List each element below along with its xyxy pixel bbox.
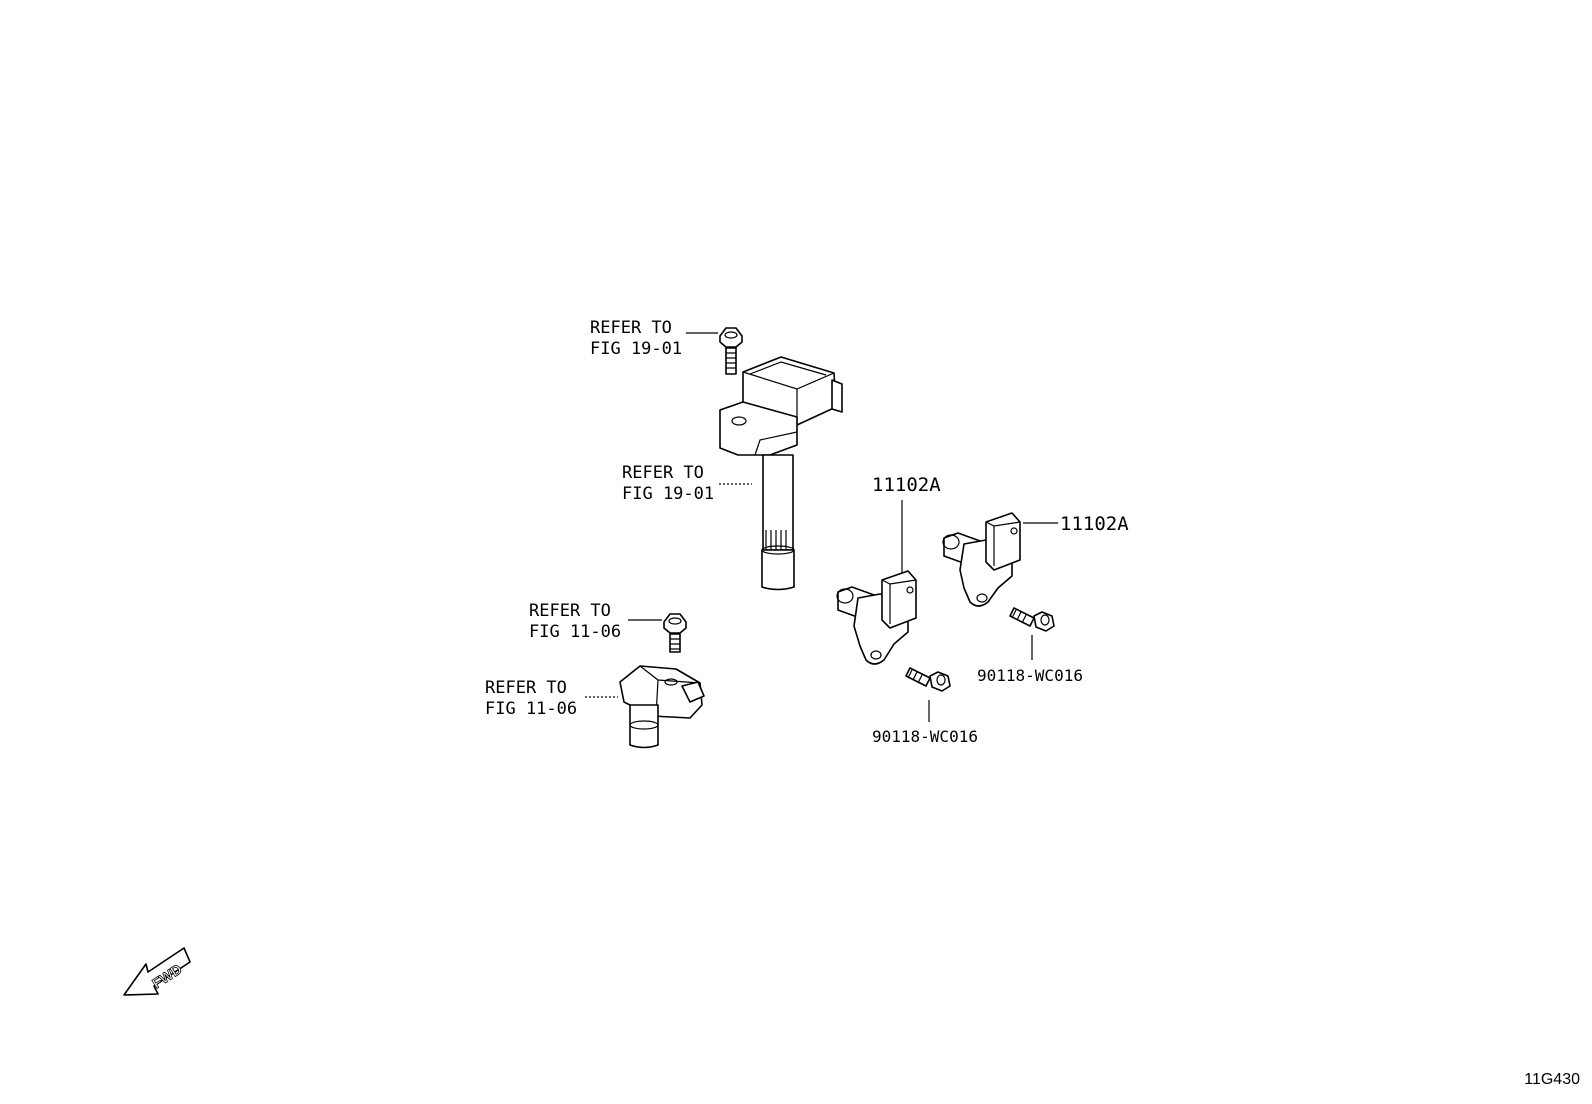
- callout-line-1: REFER TO: [529, 601, 611, 621]
- part-number-bolt-a[interactable]: 90118-WC016: [872, 727, 978, 746]
- crank-sensor: [619, 665, 705, 749]
- callout-refer-sensor: REFER TO FIG 11-06: [485, 678, 577, 720]
- figure-id: 11G430: [1524, 1071, 1580, 1088]
- callout-refer-bolt-coil: REFER TO FIG 19-01: [590, 318, 682, 360]
- callout-line-2: FIG 19-01: [622, 484, 715, 504]
- coil-bolt: [719, 327, 743, 375]
- part-number-sensor-a[interactable]: 11102A: [872, 474, 941, 496]
- callout-line-2: FIG 11-06: [529, 622, 622, 642]
- callout-line-1: REFER TO: [590, 318, 672, 338]
- callout-line-2: FIG 11-06: [485, 699, 578, 719]
- part-number-bolt-b[interactable]: 90118-WC016: [977, 666, 1083, 685]
- fwd-arrow-icon: FWD: [123, 947, 191, 996]
- leader-lines: [585, 332, 1058, 722]
- cam-sensor-b: [942, 512, 1021, 607]
- callout-line-1: REFER TO: [485, 678, 567, 698]
- callout-line-2: FIG 19-01: [590, 339, 683, 359]
- callout-refer-bolt-sensor: REFER TO FIG 11-06: [529, 601, 621, 643]
- ignition-coil: [719, 356, 843, 591]
- sensor-bolt: [663, 613, 687, 653]
- callout-refer-coil: REFER TO FIG 19-01: [622, 463, 714, 505]
- cam-sensor-a: [836, 570, 917, 665]
- part-number-sensor-b[interactable]: 11102A: [1060, 513, 1129, 535]
- bolt-b: [1009, 607, 1055, 632]
- bolt-a: [905, 667, 951, 692]
- callout-line-1: REFER TO: [622, 463, 704, 483]
